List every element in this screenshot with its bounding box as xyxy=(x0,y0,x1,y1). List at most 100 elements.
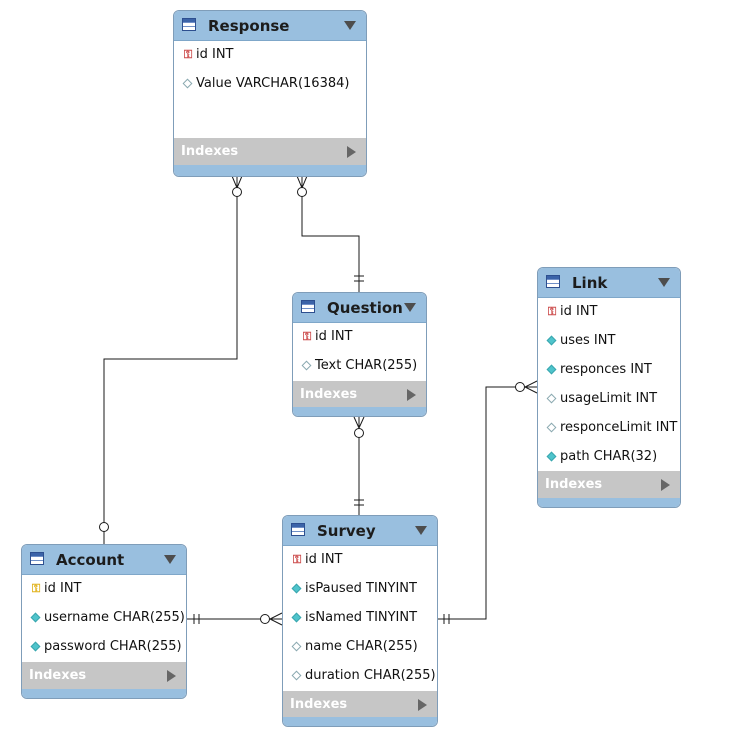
column-label: Value VARCHAR(16384) xyxy=(196,76,350,91)
indexes-label: Indexes xyxy=(300,387,358,402)
column-label: usageLimit INT xyxy=(560,391,658,406)
not-null-column-icon xyxy=(291,583,303,595)
table-footer xyxy=(293,407,426,416)
nullable-column-icon xyxy=(182,78,194,90)
table-icon xyxy=(546,275,560,288)
column-row[interactable]: Text CHAR(255) xyxy=(293,352,426,381)
collapse-caret-icon[interactable] xyxy=(164,555,176,564)
table-footer xyxy=(174,165,366,176)
table-question[interactable]: Question ⚿ id INT Text CHAR(255) Indexes xyxy=(292,292,427,417)
column-row[interactable]: ⚿ id INT xyxy=(283,546,437,575)
indexes-label: Indexes xyxy=(545,477,603,492)
table-header[interactable]: Account xyxy=(22,545,186,575)
table-title: Account xyxy=(56,551,125,569)
table-link[interactable]: Link ⚿ id INT uses INT responces INT usa… xyxy=(537,267,681,508)
column-row[interactable]: ⚿ id INT xyxy=(293,323,426,352)
expand-arrow-icon[interactable] xyxy=(347,146,356,158)
not-null-column-icon xyxy=(546,364,558,376)
nullable-column-icon xyxy=(301,360,313,372)
column-row[interactable]: ⚿ id INT xyxy=(538,298,680,327)
relationship-response-question[interactable] xyxy=(296,175,364,293)
not-null-column-icon xyxy=(30,641,42,653)
nullable-column-icon xyxy=(546,393,558,405)
indexes-section[interactable]: Indexes xyxy=(283,691,437,719)
column-row[interactable]: isNamed TINYINT xyxy=(283,604,437,633)
primary-key-icon: ⚿ xyxy=(302,330,312,343)
column-row[interactable]: isPaused TINYINT xyxy=(283,575,437,604)
table-footer xyxy=(538,498,680,507)
column-label: path CHAR(32) xyxy=(560,449,658,464)
table-icon xyxy=(291,523,305,536)
column-row[interactable]: ⚿ id INT xyxy=(22,575,186,604)
nullable-column-icon xyxy=(291,641,303,653)
column-row[interactable]: path CHAR(32) xyxy=(538,443,680,472)
column-label: Text CHAR(255) xyxy=(315,358,418,373)
table-header[interactable]: Link xyxy=(538,268,680,298)
table-title: Response xyxy=(208,17,290,35)
column-label: responces INT xyxy=(560,362,652,377)
column-row[interactable]: responces INT xyxy=(538,356,680,385)
not-null-column-icon xyxy=(546,335,558,347)
column-label: id INT xyxy=(44,581,82,596)
nullable-column-icon xyxy=(546,422,558,434)
indexes-label: Indexes xyxy=(290,697,348,712)
expand-arrow-icon[interactable] xyxy=(418,699,427,711)
indexes-section[interactable]: Indexes xyxy=(293,381,426,409)
relationship-account-survey[interactable] xyxy=(187,612,283,626)
collapse-caret-icon[interactable] xyxy=(415,526,427,535)
table-title: Survey xyxy=(317,522,376,540)
not-null-column-icon xyxy=(546,451,558,463)
column-row[interactable]: usageLimit INT xyxy=(538,385,680,414)
expand-arrow-icon[interactable] xyxy=(407,389,416,401)
indexes-section[interactable]: Indexes xyxy=(22,662,186,690)
column-label: name CHAR(255) xyxy=(305,639,418,654)
column-label: username CHAR(255) xyxy=(44,610,185,625)
relationship-question-survey[interactable] xyxy=(353,416,365,515)
column-row[interactable]: ⚿ id INT xyxy=(174,41,366,70)
column-row[interactable]: uses INT xyxy=(538,327,680,356)
primary-key-icon: ⚿ xyxy=(292,553,302,566)
nullable-column-icon xyxy=(291,670,303,682)
table-footer xyxy=(283,717,437,726)
table-account[interactable]: Account ⚿ id INT username CHAR(255) pass… xyxy=(21,544,187,699)
column-label: isNamed TINYINT xyxy=(305,610,418,625)
expand-arrow-icon[interactable] xyxy=(167,670,176,682)
table-title: Link xyxy=(572,274,608,292)
table-header[interactable]: Survey xyxy=(283,516,437,546)
collapse-caret-icon[interactable] xyxy=(344,21,356,30)
table-response[interactable]: Response ⚿ id INT Value VARCHAR(16384) I… xyxy=(173,10,367,177)
column-label: id INT xyxy=(196,47,234,62)
column-row[interactable]: username CHAR(255) xyxy=(22,604,186,633)
column-row[interactable]: name CHAR(255) xyxy=(283,633,437,662)
table-survey[interactable]: Survey ⚿ id INT isPaused TINYINT isNamed… xyxy=(282,515,438,727)
indexes-section[interactable]: Indexes xyxy=(174,138,366,166)
column-list: ⚿ id INT Value VARCHAR(16384) xyxy=(174,41,366,99)
column-label: password CHAR(255) xyxy=(44,639,182,654)
indexes-section[interactable]: Indexes xyxy=(538,471,680,499)
expand-arrow-icon[interactable] xyxy=(661,479,670,491)
table-footer xyxy=(22,689,186,698)
column-row[interactable]: Value VARCHAR(16384) xyxy=(174,70,366,99)
column-label: responceLimit INT xyxy=(560,420,678,435)
column-list: ⚿ id INT Text CHAR(255) xyxy=(293,323,426,381)
column-row[interactable]: password CHAR(255) xyxy=(22,633,186,662)
collapse-caret-icon[interactable] xyxy=(404,303,416,312)
relationship-response-account[interactable] xyxy=(99,175,243,544)
table-header[interactable]: Question xyxy=(293,293,426,323)
column-label: isPaused TINYINT xyxy=(305,581,417,596)
column-row[interactable]: responceLimit INT xyxy=(538,414,680,443)
column-list: ⚿ id INT uses INT responces INT usageLim… xyxy=(538,298,680,472)
table-icon xyxy=(301,300,315,313)
table-title: Question xyxy=(327,299,403,317)
table-header[interactable]: Response xyxy=(174,11,366,41)
indexes-label: Indexes xyxy=(181,144,239,159)
column-label: duration CHAR(255) xyxy=(305,668,436,683)
collapse-caret-icon[interactable] xyxy=(658,278,670,287)
table-icon xyxy=(182,18,196,31)
relationship-survey-link[interactable] xyxy=(438,380,538,624)
column-label: id INT xyxy=(560,304,598,319)
primary-key-icon: ⚿ xyxy=(183,48,193,61)
column-row[interactable]: duration CHAR(255) xyxy=(283,662,437,691)
